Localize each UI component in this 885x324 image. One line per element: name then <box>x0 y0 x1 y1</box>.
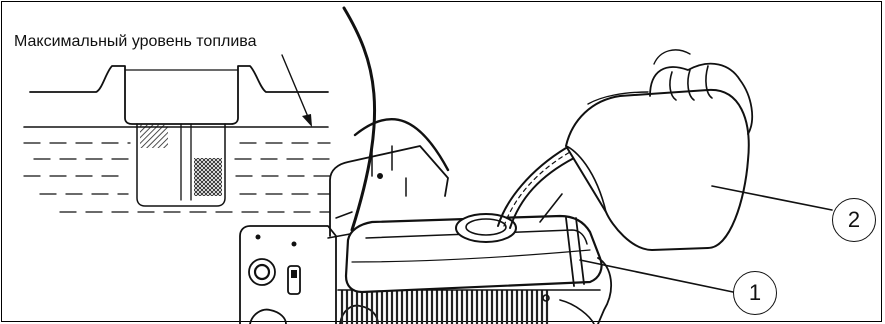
magnifier-curve <box>344 8 375 230</box>
fuel-canister <box>566 90 749 250</box>
callout-2: 2 <box>832 198 876 242</box>
max-fuel-level-label: Максимальный уровень топлива <box>14 33 256 51</box>
callout-1-number: 1 <box>749 280 761 306</box>
level-arrowhead <box>302 114 312 127</box>
fuel-dashes <box>24 143 330 212</box>
engine-switch-knob <box>249 259 275 285</box>
level-arrow-leader <box>282 55 311 124</box>
fuel-stream <box>498 148 566 226</box>
callout-1-leader <box>580 260 733 292</box>
callout-1: 1 <box>733 271 777 315</box>
callout-2-number: 2 <box>848 207 860 233</box>
tank-top-contour <box>30 66 328 124</box>
